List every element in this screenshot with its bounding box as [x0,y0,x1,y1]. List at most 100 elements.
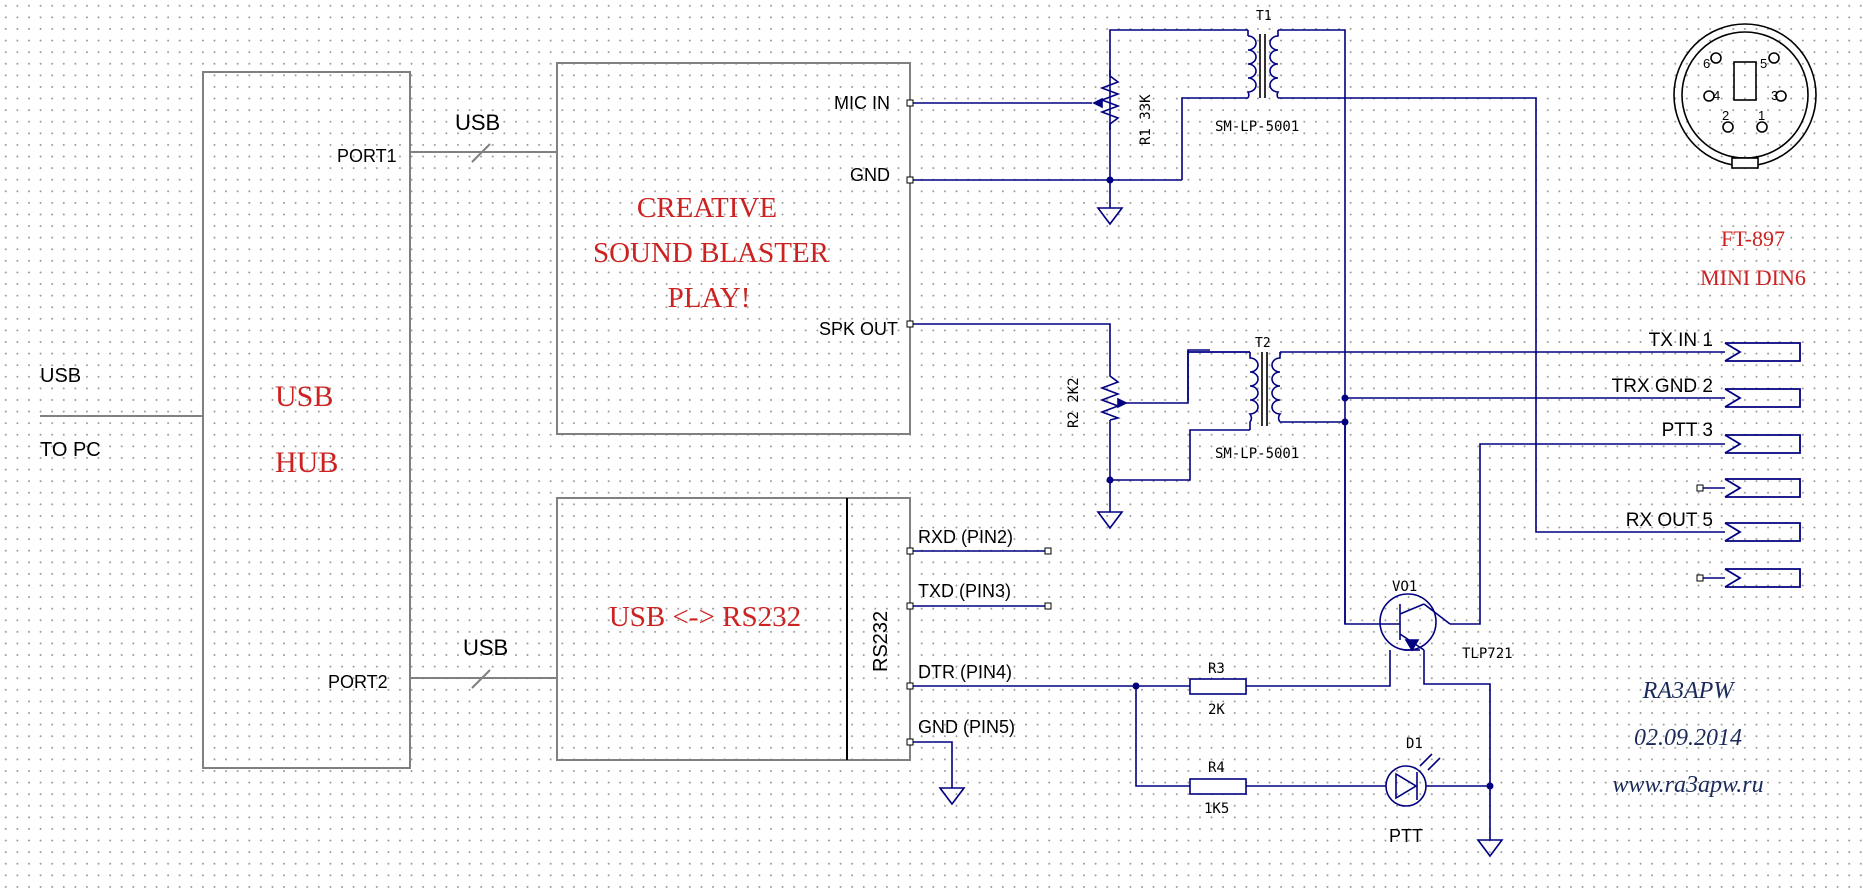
connector-pin-tx-in: TX IN 1 [1649,330,1713,351]
t2-ref: T2 [1255,336,1271,351]
rs232-label: RS232 [870,611,892,672]
pin-terminals [906,99,1704,746]
d1-ref: D1 [1406,736,1423,752]
resistor-r4 [1189,778,1247,795]
terminal-rsgnd [906,738,914,746]
potentiometer-r2 [1099,370,1128,421]
wire-r3-to-opto [1246,650,1391,687]
serial-adapter-name: USB <-> RS232 [609,601,801,633]
usb-bus-2-slash [471,669,491,689]
terminal-txd-end [1044,602,1052,610]
wire-r1-top [1109,29,1248,180]
t2-part: SM-LP-5001 [1215,446,1299,462]
junction-gnd-2 [1106,476,1114,484]
din-number-4: 4 [1713,88,1720,103]
usb-hub-port2: PORT2 [328,672,388,692]
wire-dummy8 [1187,351,1210,400]
terminal-txd [906,602,914,610]
wire-r2-wiper [1124,351,1250,404]
connector-pin-rx-out: RX OUT 5 [1626,510,1713,531]
led-d1 [1385,753,1441,807]
connector-pin-trx-gnd: TRX GND 2 [1612,376,1713,397]
serial-pin-rxd: RXD (PIN2) [918,527,1013,547]
terminal-spk [906,320,914,328]
din-number-2: 2 [1722,108,1729,123]
ground-symbols [938,207,1504,858]
terminal-rxd-end [1044,547,1052,555]
terminal-pin4 [1696,484,1704,492]
junction-t2-bottom [1341,418,1349,426]
connector-pin-ptt: PTT 3 [1662,420,1713,441]
terminal-rxd [906,547,914,555]
serial-pin-txd: TXD (PIN3) [918,581,1011,601]
connector-pins [1724,342,1801,588]
mini-din6-socket [1673,23,1817,169]
t1-part: SM-LP-5001 [1215,119,1299,135]
pin-rx-out [1724,522,1801,542]
pin-4 [1724,478,1801,498]
pin-trx-gnd [1724,388,1801,408]
sound-pin-mic: MIC IN [834,93,890,113]
junction-led-gnd [1486,782,1494,790]
signature-url: www.ra3apw.ru [1612,772,1763,798]
din-number-6: 6 [1703,56,1710,71]
wire-ptt [1450,443,1725,625]
junction-gnd-1 [1106,176,1114,184]
pin-ptt [1724,434,1801,454]
wires [910,29,1725,840]
serial-pin-gnd: GND (PIN5) [918,717,1015,737]
din-number-1: 1 [1758,108,1765,123]
sound-card-box [556,62,911,435]
transformer-t2 [1248,352,1282,430]
wire-t1-sec-b-to-rxout [1278,97,1725,533]
ground-symbol-4 [1476,839,1504,858]
ground-symbol-2 [1096,511,1124,530]
usb-links [40,143,557,689]
wire-rs-gnd [910,741,953,788]
sound-card-name-1: CREATIVE [637,192,777,224]
usb-bus-2-label: USB [463,635,508,660]
block-outlines [202,62,911,769]
sound-card-name-3: PLAY! [668,282,751,314]
terminal-pin6 [1696,574,1704,582]
usb-hub-port1: PORT1 [337,146,397,166]
sound-card-name-2: SOUND BLASTER [593,237,830,269]
r3-value: 2K [1208,702,1225,718]
pin-tx-in [1724,342,1801,362]
terminal-mic [906,99,914,107]
usb-bus-1-label: USB [455,110,500,135]
wire-r2-bottom [1109,420,1250,481]
r4-ref: R4 [1208,760,1225,776]
ground-symbol-1 [1096,207,1124,226]
junctions [1106,176,1494,790]
r1-label: R1 33K [1138,94,1154,145]
vo1-part: TLP721 [1462,646,1513,662]
terminal-gnd [906,176,914,184]
usb-hub-box [202,71,411,769]
wire-spk-out [910,323,1111,370]
din-number-5: 5 [1760,56,1767,71]
junction-trx-gnd [1341,394,1349,402]
terminal-dtr [906,682,914,690]
wire-dtr-to-r4 [1135,686,1190,787]
usb-bus-1-slash [471,143,491,163]
signature-date: 02.09.2014 [1634,725,1742,751]
potentiometer-r1 [1092,70,1121,130]
din-number-3: 3 [1771,88,1778,103]
transformer-t1 [1246,30,1280,99]
signature-callsign: RA3APW [1642,678,1736,704]
wire-opto-emitter [1423,650,1491,840]
sound-pin-gnd: GND [850,165,890,185]
ground-symbol-3 [938,787,966,806]
sound-pin-spk: SPK OUT [819,319,898,339]
junction-dtr [1132,682,1140,690]
d1-label: PTT [1389,826,1423,846]
labels: USB TO PC USB HUB PORT1 PORT2 USB USB CR… [40,9,1806,846]
usb-hub-line2: HUB [275,446,338,479]
t1-ref: T1 [1256,9,1272,24]
wire-t1-b [1181,97,1248,180]
r2-label: R2 2K2 [1066,377,1082,428]
resistor-r3 [1189,678,1247,695]
